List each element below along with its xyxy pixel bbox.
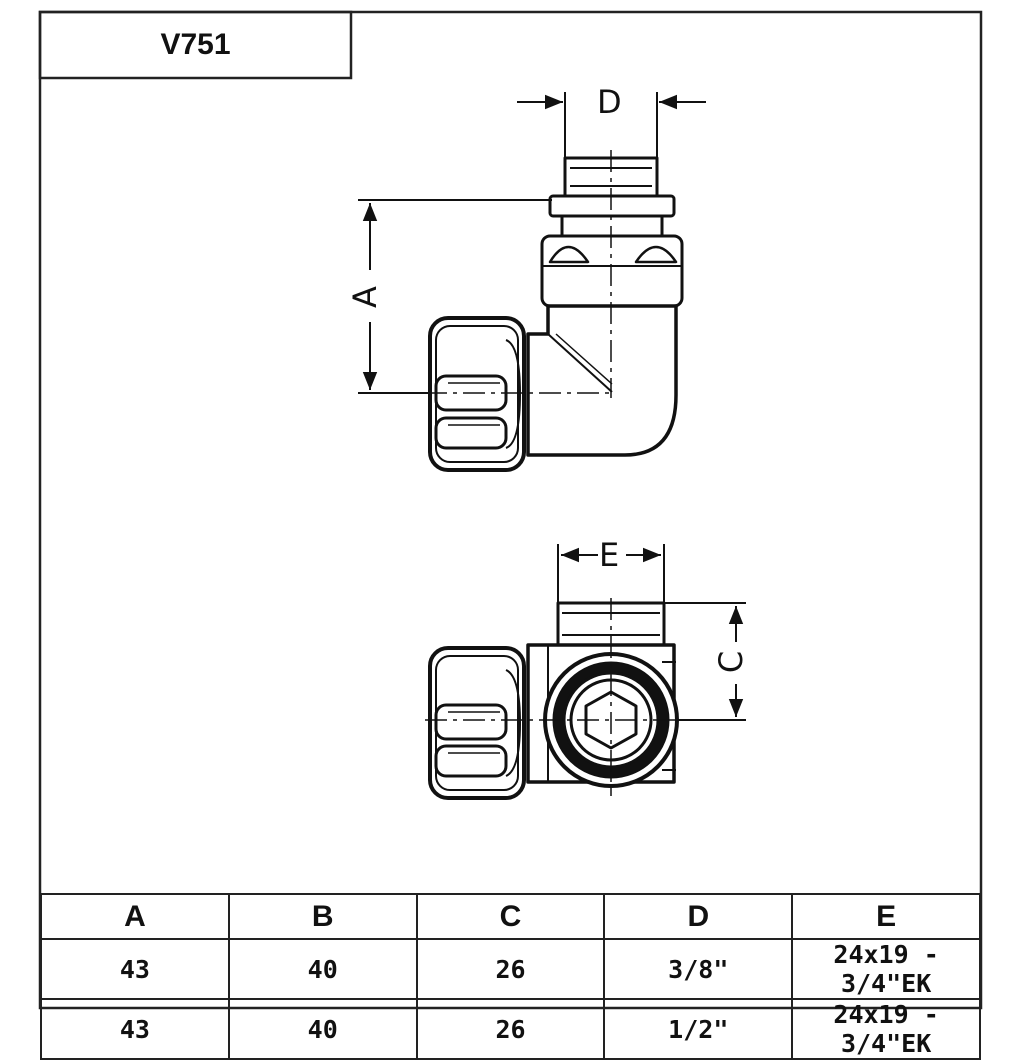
dimension-e xyxy=(557,544,665,603)
table-cell: 26 xyxy=(415,998,606,1060)
table-cell: 40 xyxy=(227,998,418,1060)
dimension-label-a: A xyxy=(345,286,384,308)
dimension-d xyxy=(517,92,706,158)
centre-lines-top xyxy=(425,150,612,398)
valve-side-view xyxy=(428,156,684,472)
centre-lines-bottom xyxy=(425,598,690,796)
dimension-c xyxy=(664,602,746,721)
table-cell: 43 xyxy=(40,998,230,1060)
table-header-row: A B C D E xyxy=(40,893,981,940)
column-header-e: E xyxy=(791,893,981,940)
column-header-c: C xyxy=(415,893,606,940)
technical-drawing xyxy=(38,10,983,1010)
table-cell: 1/2" xyxy=(603,998,794,1060)
table-row: 43 40 26 1/2" 24x19 - 3/4"EK xyxy=(40,998,981,1060)
table-row: 43 40 26 3/8" 24x19 - 3/4"EK xyxy=(40,938,981,1000)
table-cell: 40 xyxy=(227,938,418,1000)
dimension-label-e: E xyxy=(599,536,620,574)
dimension-a xyxy=(358,199,552,394)
dimension-label-c: C xyxy=(712,650,751,674)
table-cell: 26 xyxy=(415,938,606,1000)
valve-front-view xyxy=(428,601,679,800)
dimension-label-d: D xyxy=(597,83,622,121)
column-header-d: D xyxy=(603,893,794,940)
column-header-a: A xyxy=(40,893,230,940)
table-cell: 24x19 - 3/4"EK xyxy=(791,998,981,1060)
title-box-frame xyxy=(38,10,353,80)
drawing-frame xyxy=(38,10,983,1010)
table-cell: 24x19 - 3/4"EK xyxy=(791,938,981,1000)
dimension-table: A B C D E 43 40 26 3/8" 24x19 - 3/4"EK 4… xyxy=(40,893,981,1060)
table-cell: 43 xyxy=(40,938,230,1000)
drawing-title: V751 xyxy=(160,28,231,61)
table-cell: 3/8" xyxy=(603,938,794,1000)
column-header-b: B xyxy=(227,893,418,940)
